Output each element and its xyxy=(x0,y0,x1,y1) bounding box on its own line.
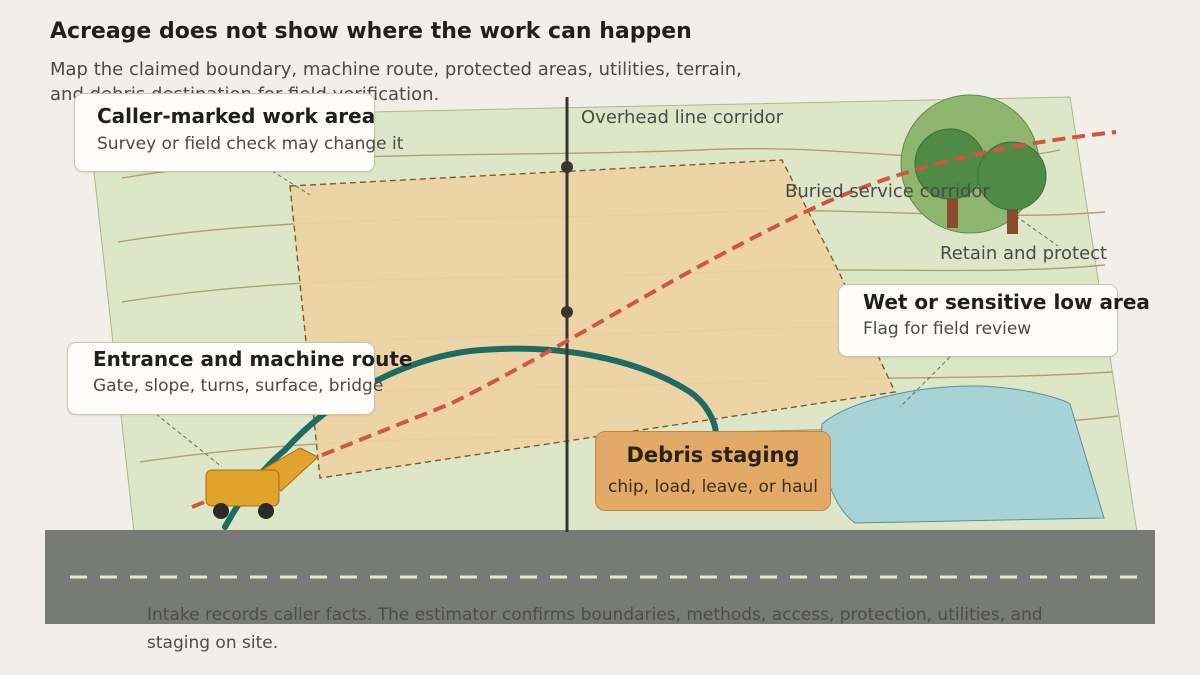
work-area-pointer xyxy=(271,170,311,196)
work-area-callout: Caller-marked work area Survey or field … xyxy=(74,93,403,172)
overhead-line-label: Overhead line corridor xyxy=(581,107,784,128)
machine-route xyxy=(222,345,719,530)
debris-staging-box: Debris staging chip, load, leave, or hau… xyxy=(595,431,831,511)
buried-service-label: Buried service corridor xyxy=(785,181,990,202)
debris-heading: Debris staging xyxy=(626,443,800,467)
wet-area-subtext: Flag for field review xyxy=(863,319,1032,339)
wet-area-pointer xyxy=(899,356,951,408)
utility-pole-icon xyxy=(561,97,573,532)
tree-group-icon xyxy=(900,94,1047,234)
retain-protect-label: Retain and protect xyxy=(940,243,1108,264)
wet-area-heading: Wet or sensitive low area xyxy=(863,290,1150,314)
page-title: Acreage does not show where the work can… xyxy=(50,19,692,44)
machine-icon xyxy=(205,447,319,519)
work-area-subtext: Survey or field check may change it xyxy=(97,134,404,154)
route-pointer xyxy=(155,413,223,468)
buried-service-corridor xyxy=(191,130,1117,509)
work-area-heading: Caller-marked work area xyxy=(97,104,376,128)
machine-route-callout: Entrance and machine route Gate, slope, … xyxy=(67,342,412,415)
wet-area-callout: Wet or sensitive low area Flag for field… xyxy=(838,284,1150,357)
machine-route-subtext: Gate, slope, turns, surface, bridge xyxy=(93,376,384,396)
machine-route-heading: Entrance and machine route xyxy=(93,347,413,371)
wet-low-area xyxy=(820,385,1105,524)
footnote: Intake records caller facts. The estimat… xyxy=(147,605,1043,653)
debris-subtext: chip, load, leave, or haul xyxy=(608,477,818,497)
